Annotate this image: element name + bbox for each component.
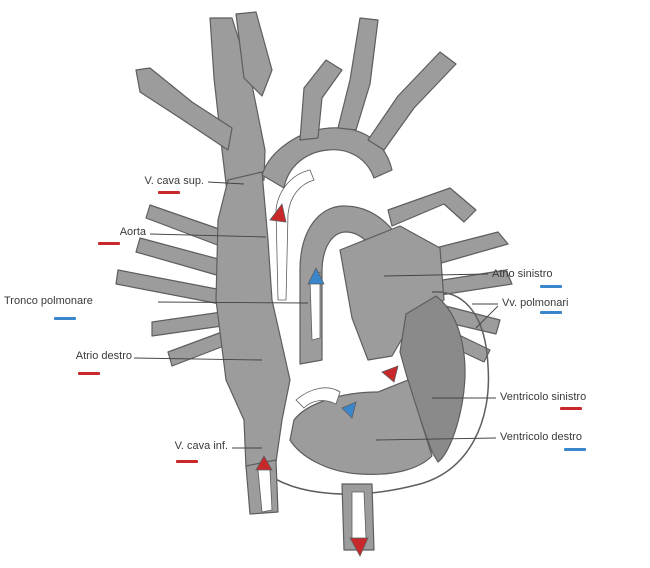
leader-tronco bbox=[157, 301, 309, 304]
label-vcs: V. cava sup. bbox=[144, 175, 204, 187]
arrow-descending-shaft bbox=[351, 491, 367, 539]
leader-vcs bbox=[207, 181, 245, 185]
legend-bar-ventricolo-destro bbox=[564, 448, 586, 451]
superior-vena-cava bbox=[209, 17, 266, 201]
label-aorta: Aorta bbox=[119, 226, 146, 238]
legend-bar-atrio-sinistro bbox=[540, 285, 562, 288]
leader-vv-polmonari-2 bbox=[475, 305, 499, 329]
left-ventricle bbox=[399, 295, 466, 463]
legend-bar-atrio-destro bbox=[78, 372, 100, 375]
aorta-channel bbox=[275, 169, 315, 301]
arrow-left-ventricle bbox=[381, 365, 399, 383]
legend-bar-vci bbox=[176, 460, 198, 463]
leader-atrio-sinistro bbox=[383, 273, 489, 277]
label-atrio-sinistro: Atrio sinistro bbox=[492, 268, 553, 280]
superior-vena-cava-branch bbox=[235, 11, 273, 97]
leader-aorta bbox=[149, 233, 267, 238]
legend-bar-tronco bbox=[54, 317, 76, 320]
arrow-aorta bbox=[269, 203, 287, 223]
legend-bar-vv-polmonari bbox=[540, 311, 562, 314]
leader-ventricolo-destro bbox=[375, 437, 497, 441]
label-ventricolo-destro: Ventricolo destro bbox=[500, 431, 582, 443]
label-vv-polmonari: Vv. polmonari bbox=[502, 297, 569, 309]
carotid-branch bbox=[337, 17, 379, 131]
legend-bar-ventricolo-sinistro bbox=[560, 407, 582, 410]
brachiocephalic-branch bbox=[299, 59, 343, 141]
left-vein-branch bbox=[135, 67, 233, 151]
heart-outline bbox=[261, 291, 490, 495]
label-atrio-destro: Atrio destro bbox=[75, 350, 132, 362]
arrow-tronco bbox=[307, 267, 325, 285]
legend-bar-aorta bbox=[98, 242, 120, 245]
right-ventricle-channel bbox=[295, 387, 341, 409]
legend-bar-vcs bbox=[158, 191, 180, 194]
leader-atrio-destro bbox=[133, 357, 263, 361]
arrow-right-ventricle bbox=[341, 401, 357, 419]
label-ventricolo-sinistro: Ventricolo sinistro bbox=[500, 391, 587, 403]
label-vci: V. cava inf. bbox=[174, 440, 228, 452]
arrow-vci-shaft bbox=[257, 469, 273, 513]
subclavian-branch bbox=[367, 51, 457, 151]
label-tronco: Tronco polmonare bbox=[4, 295, 93, 307]
